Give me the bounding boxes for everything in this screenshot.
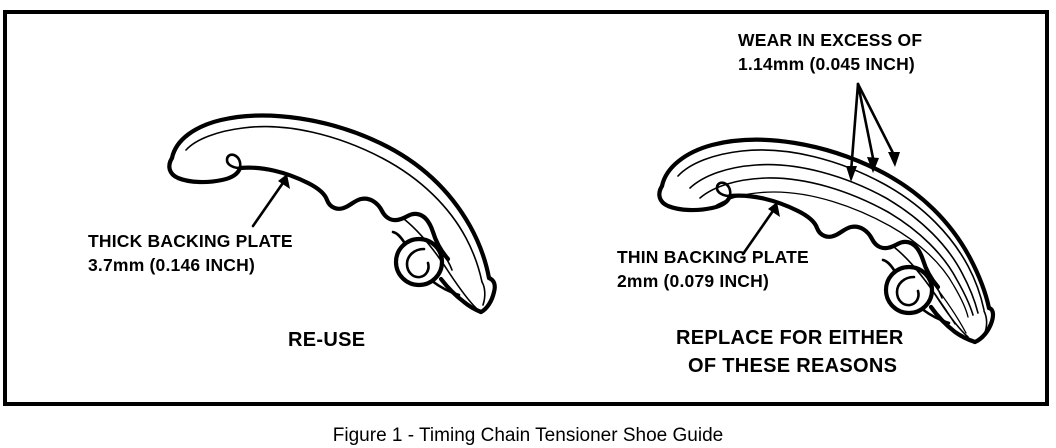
left-shoe-tip-lip — [225, 153, 242, 170]
right-shoe-wear-groove-3 — [699, 177, 974, 316]
left-shoe-lower-edge — [438, 276, 484, 315]
left-verdict-caption: RE-USE — [288, 329, 365, 351]
right-shoe-end-cut-inner — [983, 310, 988, 336]
figure-caption: Figure 1 - Timing Chain Tensioner Shoe G… — [333, 425, 723, 446]
right-verdict-caption-line2: OF THESE REASONS — [688, 355, 897, 377]
right-shoe-scalloped-edge — [727, 193, 941, 290]
right-shoe-tip — [657, 183, 733, 213]
left-shoe-boss-blend-lower — [430, 279, 461, 297]
right-shoe-boss-blend-upper — [881, 258, 896, 272]
right-shoe-wear-groove-2 — [689, 163, 979, 314]
right-callout-leader — [741, 202, 780, 256]
left-shoe-side-face-line — [403, 218, 477, 309]
right-verdict-caption-line1: REPLACE FOR EITHER — [676, 327, 904, 349]
left-shoe-top-face-line — [185, 125, 483, 283]
left-shoe-end-cut — [478, 275, 497, 315]
wear-arrowhead-2 — [867, 157, 879, 173]
right-shoe-pivot-hole — [895, 275, 920, 307]
left-shoe-drawing — [167, 113, 497, 315]
left-callout-arrowhead — [278, 174, 290, 189]
right-shoe-end-cut — [972, 305, 996, 345]
left-shoe-boss-blend-upper — [391, 230, 406, 244]
left-callout-leader-line — [251, 178, 287, 228]
left-callout-line2: 3.7mm (0.146 INCH) — [88, 255, 255, 275]
right-callout-line2: 2mm (0.079 INCH) — [617, 271, 769, 291]
wear-arrowhead-3 — [888, 152, 900, 167]
right-callout-arrowhead — [768, 202, 780, 217]
left-shoe-pivot-hole — [405, 247, 430, 279]
right-shoe-boss-tangent — [926, 275, 943, 299]
right-callout-leader-line — [741, 206, 777, 256]
left-shoe-boss-tangent — [436, 247, 453, 271]
left-shoe-pivot-boss — [393, 236, 445, 288]
right-callout-line1: THIN BACKING PLATE — [617, 247, 809, 267]
left-shoe-top-edge — [169, 113, 492, 281]
wear-leader-line-2 — [856, 82, 876, 165]
left-callout-line1: THICK BACKING PLATE — [88, 231, 293, 251]
right-shoe-side-face-line-2 — [914, 267, 956, 325]
left-shoe-end-cut-inner — [481, 281, 486, 306]
right-shoe-pivot-boss — [883, 264, 935, 316]
wear-leader-line-3 — [856, 82, 897, 159]
right-shoe-wear-groove-1 — [677, 149, 985, 311]
wear-callout-line2: 1.14mm (0.045 INCH) — [738, 54, 915, 74]
right-shoe-tip-lip — [715, 181, 732, 198]
right-shoe-wear-groove-4 — [711, 191, 969, 318]
right-shoe-drawing — [657, 137, 996, 345]
right-shoe-lower-edge — [928, 304, 978, 345]
wear-callout-line1: WEAR IN EXCESS OF — [738, 30, 922, 50]
right-shoe-boss-blend-lower — [920, 307, 951, 325]
diagram-border — [3, 10, 1049, 406]
wear-leader-line-1 — [849, 82, 860, 174]
left-callout-leader — [251, 174, 290, 228]
left-shoe-tip — [167, 155, 243, 185]
left-shoe-scalloped-edge — [237, 165, 451, 262]
wear-callout-leaders — [846, 82, 900, 182]
wear-arrowhead-1 — [846, 166, 857, 182]
